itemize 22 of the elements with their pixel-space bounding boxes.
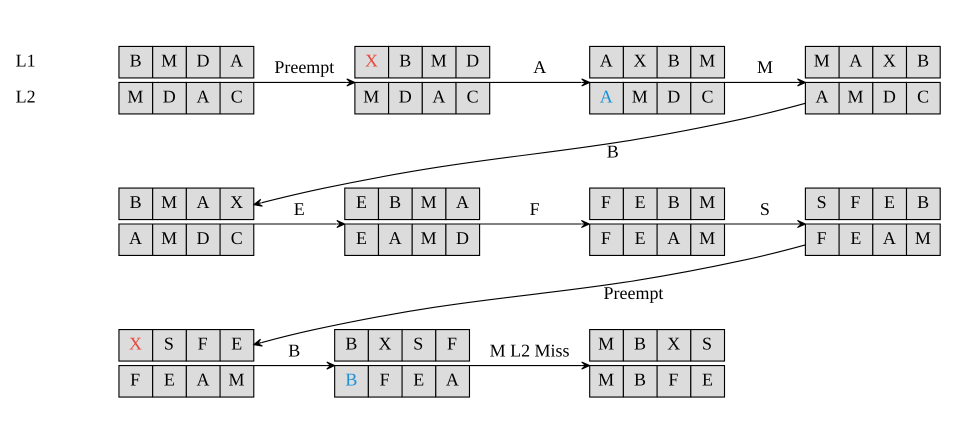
arrow <box>253 102 806 207</box>
edge-label: Preempt <box>604 283 664 304</box>
edge-label: Preempt <box>274 57 334 78</box>
edge-label: M <box>756 57 773 78</box>
arrow <box>254 220 346 228</box>
edge-label: E <box>294 198 305 219</box>
arrow <box>470 361 590 370</box>
arrow <box>254 78 356 87</box>
arrow <box>490 78 590 87</box>
arrow <box>253 244 806 347</box>
edge-label: B <box>288 340 300 360</box>
edge-label: F <box>530 198 540 219</box>
edge-label: M L2 Miss <box>490 340 570 360</box>
arrow <box>724 78 806 87</box>
label: L1 <box>16 50 36 70</box>
label: L2 <box>16 86 36 106</box>
edge-label: S <box>760 198 770 219</box>
arrow <box>254 361 336 370</box>
edge-label: B <box>606 141 619 162</box>
arrow <box>724 220 806 228</box>
arrow <box>480 220 590 228</box>
edge-label: A <box>533 57 546 78</box>
